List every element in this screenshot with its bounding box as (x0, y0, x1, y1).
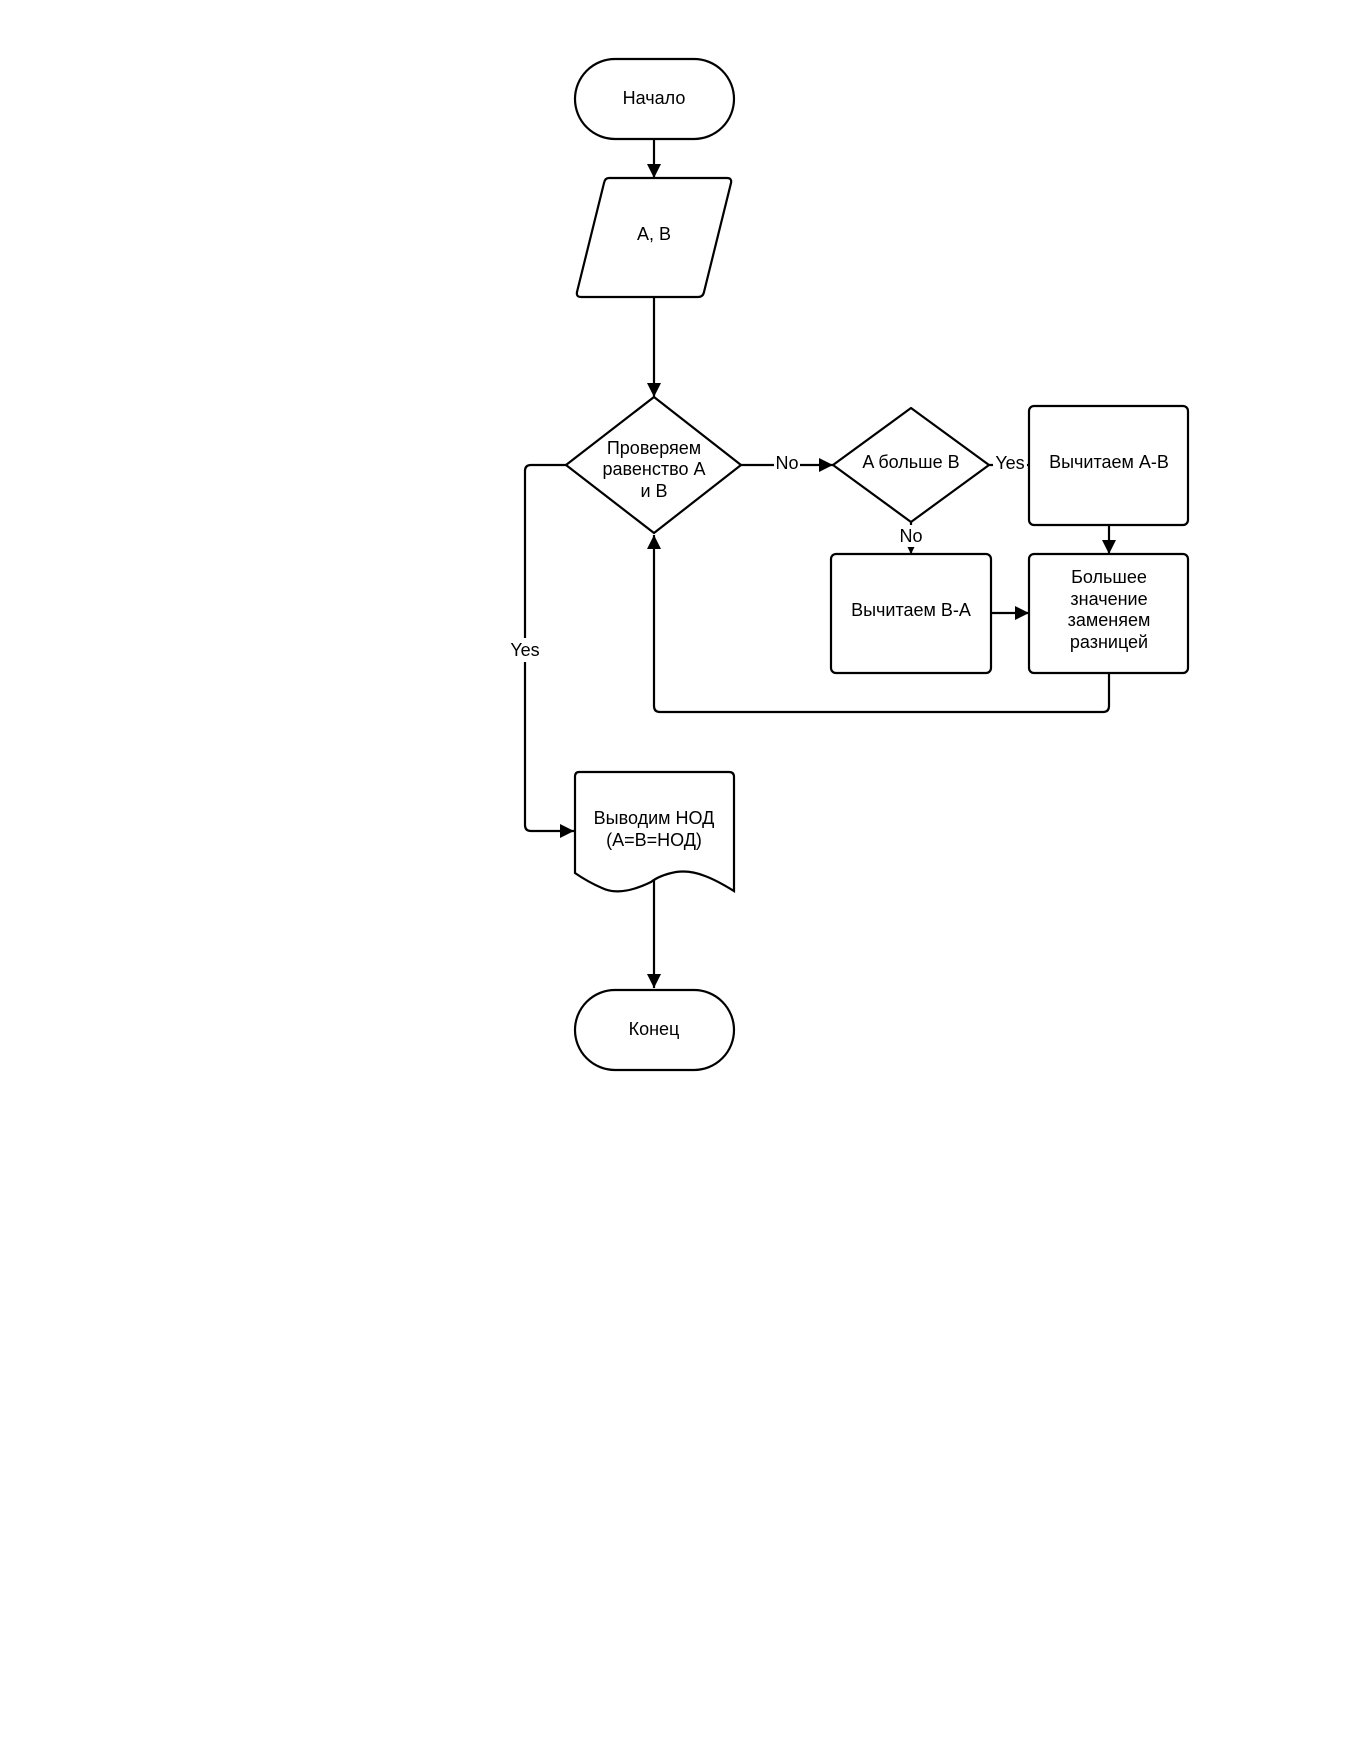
edge-label-check-no: No (775, 453, 798, 473)
document-shape (573, 770, 736, 893)
node-label: и B (640, 481, 667, 501)
edge-label-greater-yes: Yes (995, 453, 1024, 473)
io-shape (575, 176, 733, 299)
node-check-equal: Проверяем равенство A и B (564, 395, 743, 535)
node-output: Выводим НОД (A=B=НОД) (573, 770, 736, 893)
node-label: Выводим НОД (594, 808, 715, 828)
node-start: Начало (573, 57, 736, 141)
node-a-greater: A больше B (831, 406, 991, 524)
node-label: равенство A (603, 459, 706, 479)
node-replace: Большее значение заменяем разницей (1027, 552, 1190, 675)
node-input: A, B (575, 176, 733, 299)
edge-label-check-yes: Yes (510, 640, 539, 660)
terminator-shape (573, 988, 736, 1072)
node-subtract-ba: Вычитаем B-A (829, 552, 993, 675)
node-end: Конец (573, 988, 736, 1072)
node-label: Конец (629, 1019, 680, 1039)
node-label: (A=B=НОД) (606, 830, 702, 850)
node-label: Большее (1071, 567, 1147, 587)
decision-shape (831, 406, 991, 524)
decision-shape (564, 395, 743, 535)
process-shape (829, 552, 993, 675)
node-label: разницей (1070, 632, 1148, 652)
edge-replace-loop (647, 535, 1111, 714)
process-shape (1027, 552, 1190, 675)
node-label: Проверяем (607, 438, 701, 458)
node-subtract-ab: Вычитаем A-B (1027, 404, 1190, 527)
node-label: A, B (637, 224, 671, 244)
edge-label-greater-no: No (899, 526, 922, 546)
node-label: Вычитаем A-B (1049, 452, 1169, 472)
terminator-shape (573, 57, 736, 141)
node-label: Начало (623, 88, 686, 108)
node-label: значение (1070, 589, 1147, 609)
edge-labels: No Yes No Yes (507, 453, 1027, 662)
process-shape (1027, 404, 1190, 527)
node-label: A больше B (862, 452, 959, 472)
node-label: Вычитаем B-A (851, 600, 971, 620)
node-label: заменяем (1068, 610, 1151, 630)
